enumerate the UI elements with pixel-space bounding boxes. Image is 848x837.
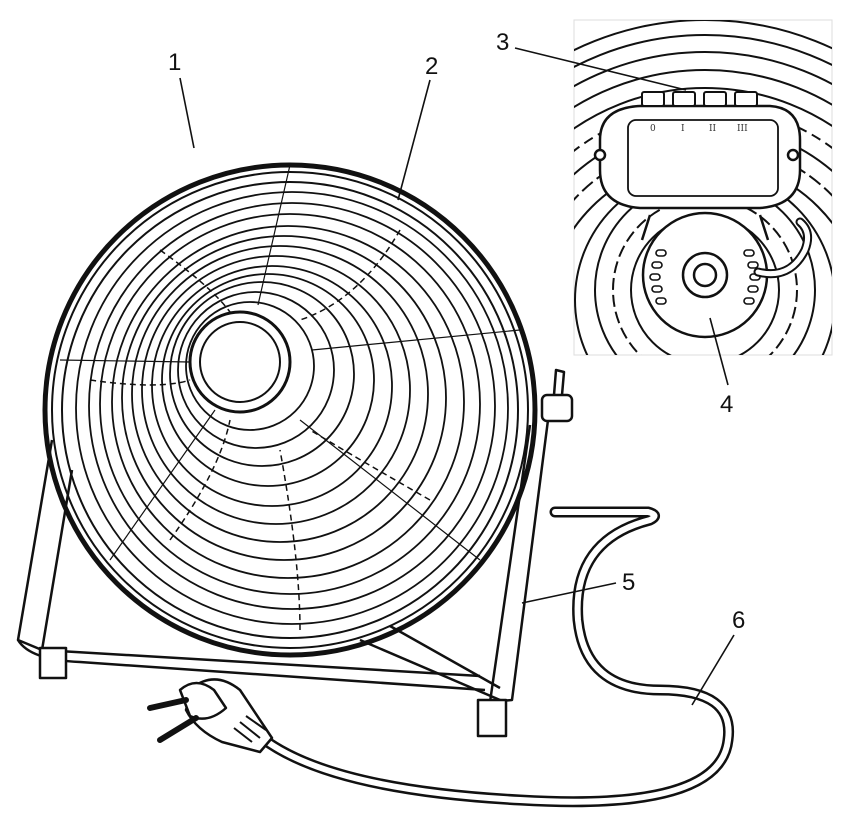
leader-1 [179,77,195,149]
plug [147,678,274,754]
callout-1: 1 [168,49,181,76]
motor-cap [640,211,770,339]
leader-3 [514,47,687,91]
leader-6 [691,634,735,706]
leader-5 [521,582,617,604]
leader-4 [709,317,729,386]
callout-numbers: 1 2 3 4 5 6 [168,29,745,634]
fan-guard [42,162,538,658]
detail-inset: 0 I II III [573,19,833,356]
switch-housing [593,104,802,210]
speed-label-1: I [681,124,685,134]
callout-4: 4 [720,391,733,418]
callout-3: 3 [496,29,509,56]
speed-label-3: III [737,124,748,134]
leader-2 [397,79,431,201]
speed-buttons [641,91,758,107]
callout-2: 2 [425,53,438,80]
callout-6: 6 [732,607,745,634]
power-cord [256,506,735,808]
fan-stand [16,368,574,738]
speed-labels: 0 I II III [650,124,748,134]
leader-lines [179,47,735,706]
speed-label-0: 0 [650,124,656,134]
callout-5: 5 [622,569,635,596]
speed-label-2: II [709,124,717,134]
